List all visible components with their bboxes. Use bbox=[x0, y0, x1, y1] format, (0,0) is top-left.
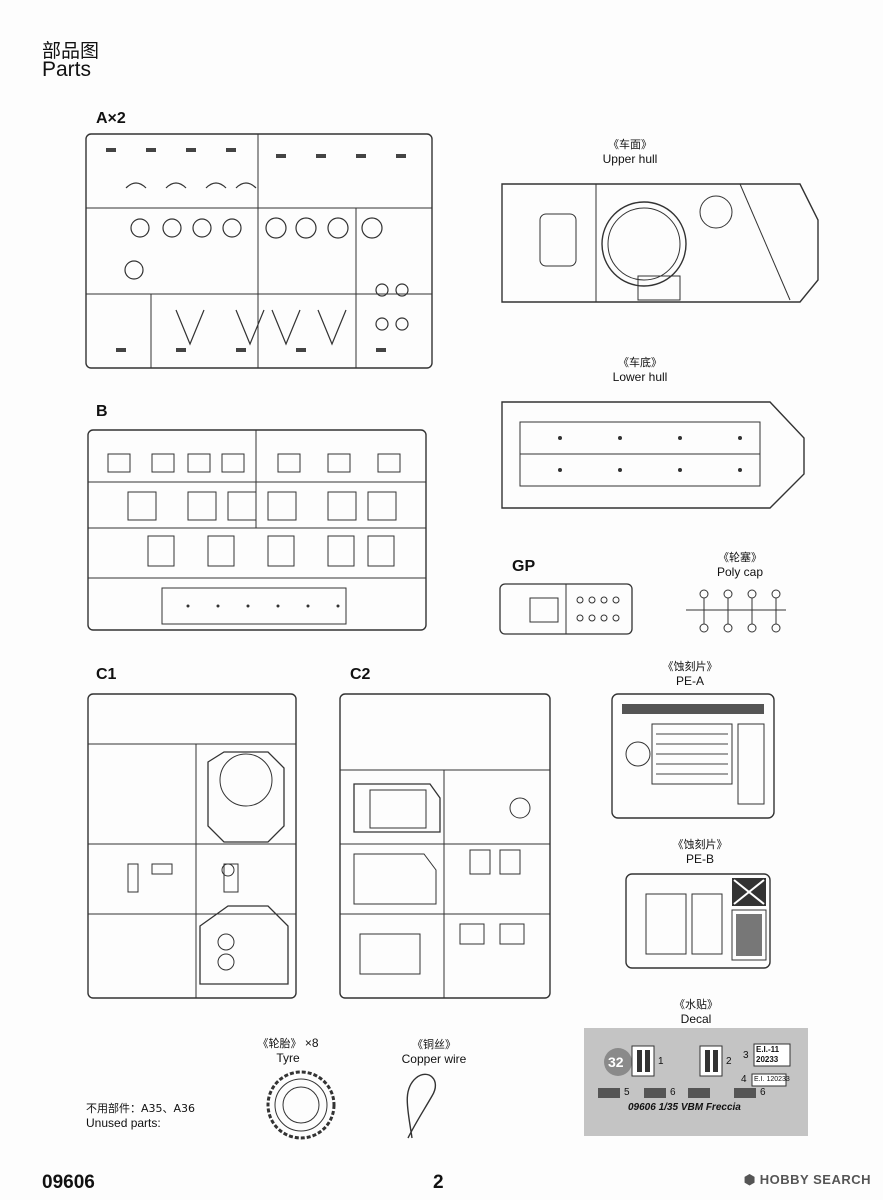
page-title-en: Parts bbox=[42, 58, 92, 81]
lower-hull-caption: 《车底》 Lower hull bbox=[580, 356, 700, 384]
poly-cap-drawing bbox=[686, 589, 786, 633]
watermark-icon: ⬢ bbox=[743, 1172, 760, 1187]
upper-hull-caption: 《车面》 Upper hull bbox=[570, 138, 690, 166]
pe-b-caption: 《蚀刻片》 PE-B bbox=[640, 838, 760, 866]
decal-sheet: 32 1 2 3 4 5 6 6 E.I.-11 20233 E.I. 1202… bbox=[584, 1028, 808, 1136]
sprue-gp-label: GP bbox=[512, 558, 536, 575]
sprue-a-label: A×2 bbox=[96, 110, 126, 127]
decal-number-5: 5 bbox=[624, 1087, 630, 1098]
decal-caption: 《水贴》 Decal bbox=[636, 998, 756, 1026]
upper-hull-caption-en: Upper hull bbox=[602, 152, 658, 166]
decal-number-1: 1 bbox=[658, 1056, 664, 1067]
product-code: 09606 bbox=[42, 1172, 95, 1193]
lower-hull-caption-en: Lower hull bbox=[612, 370, 668, 384]
pe-b-caption-en: PE-B bbox=[685, 852, 714, 866]
unused-parts-en: Unused parts: bbox=[86, 1116, 161, 1130]
watermark-text: HOBBY SEARCH bbox=[759, 1172, 871, 1187]
decal-plate-2: 20233 bbox=[756, 1055, 779, 1064]
upper-hull-drawing bbox=[501, 183, 819, 303]
tyre-quantity: ×8 bbox=[304, 1036, 319, 1050]
lower-hull-caption-cn: 《车底》 bbox=[618, 356, 662, 369]
tyre-caption-cn: 《轮胎》 bbox=[257, 1037, 302, 1050]
pe-b-drawing bbox=[625, 873, 771, 969]
copper-wire-caption-cn: 《铜丝》 bbox=[412, 1038, 456, 1051]
decal-plate-1: E.I.-11 bbox=[756, 1045, 780, 1054]
tyre-drawing bbox=[266, 1070, 336, 1140]
unused-parts-cn: 不用部件：A35、A36 bbox=[86, 1102, 196, 1115]
sprue-b-diagram bbox=[87, 429, 427, 631]
decal-sheet-title: 09606 1/35 VBM Freccia bbox=[628, 1102, 741, 1113]
tyre-caption-en: Tyre bbox=[276, 1051, 300, 1065]
sprue-a-diagram bbox=[85, 133, 433, 369]
decal-caption-cn: 《水贴》 bbox=[674, 998, 718, 1011]
pe-a-caption-en: PE-A bbox=[675, 674, 704, 688]
copper-wire-drawing bbox=[406, 1073, 437, 1139]
pe-a-caption: 《蚀刻片》 PE-A bbox=[630, 660, 750, 688]
pe-a-drawing bbox=[611, 693, 775, 819]
page-title-cn: 部品图 bbox=[42, 40, 100, 62]
decal-number-4: 4 bbox=[741, 1074, 747, 1085]
watermark: ⬢ HOBBY SEARCH bbox=[744, 1172, 871, 1188]
tyre-caption: 《轮胎》 ×8 Tyre bbox=[238, 1036, 338, 1065]
decal-scale-mark: 32 bbox=[608, 1054, 624, 1070]
lower-hull-drawing bbox=[501, 401, 805, 509]
pe-b-caption-cn: 《蚀刻片》 bbox=[672, 838, 728, 851]
sprue-c2-label: C2 bbox=[350, 666, 371, 683]
poly-cap-caption: 《轮塞》 Poly cap bbox=[680, 551, 800, 579]
pe-a-caption-cn: 《蚀刻片》 bbox=[662, 660, 718, 673]
sprue-c2-diagram bbox=[339, 693, 551, 999]
sprue-b-label: B bbox=[96, 403, 108, 420]
decal-plate-3: E.I. 120233 bbox=[754, 1076, 790, 1083]
decal-number-6a: 6 bbox=[670, 1087, 676, 1098]
sprue-c1-label: C1 bbox=[96, 666, 117, 683]
decal-number-3: 3 bbox=[743, 1050, 749, 1061]
decal-graphics bbox=[598, 1043, 791, 1098]
unused-parts-note: 不用部件：A35、A36 Unused parts: bbox=[86, 1102, 195, 1130]
upper-hull-caption-cn: 《车面》 bbox=[608, 138, 652, 151]
copper-wire-caption-en: Copper wire bbox=[401, 1052, 467, 1066]
decal-number-6b: 6 bbox=[760, 1087, 766, 1098]
sprue-gp-diagram bbox=[499, 583, 633, 635]
poly-cap-caption-cn: 《轮塞》 bbox=[718, 551, 762, 564]
decal-number-2: 2 bbox=[726, 1056, 732, 1067]
copper-wire-caption: 《铜丝》 Copper wire bbox=[384, 1038, 484, 1066]
poly-cap-caption-en: Poly cap bbox=[716, 565, 764, 579]
sprue-c1-diagram bbox=[87, 693, 297, 999]
decal-caption-en: Decal bbox=[680, 1012, 712, 1026]
page-number: 2 bbox=[433, 1172, 444, 1193]
